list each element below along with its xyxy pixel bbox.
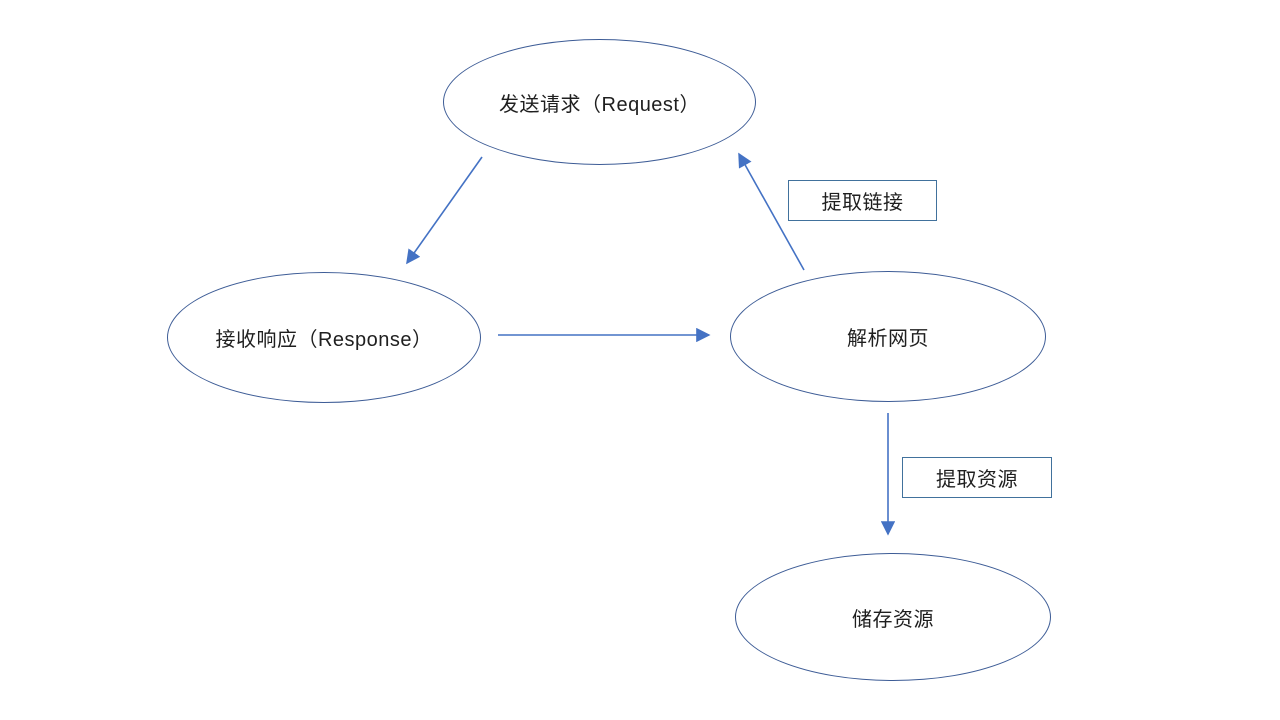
node-store-resource-label: 储存资源	[852, 608, 934, 631]
node-send-request-label: 发送请求（Request）	[499, 93, 700, 116]
edge-label-extract-resources: 提取资源	[902, 457, 1052, 498]
edge-label-extract-links-text: 提取链接	[821, 192, 904, 214]
node-store-resource: 储存资源	[735, 553, 1051, 681]
node-send-request: 发送请求（Request）	[443, 39, 756, 165]
node-parse-page-label: 解析网页	[847, 328, 929, 350]
arrow-request-to-response	[406, 156, 483, 265]
node-parse-page: 解析网页	[730, 271, 1046, 402]
node-receive-response-label: 接收响应（Response）	[215, 329, 433, 351]
edge-label-extract-resources-text: 提取资源	[936, 469, 1018, 491]
edge-label-extract-links: 提取链接	[788, 180, 937, 221]
node-receive-response: 接收响应（Response）	[167, 272, 481, 403]
